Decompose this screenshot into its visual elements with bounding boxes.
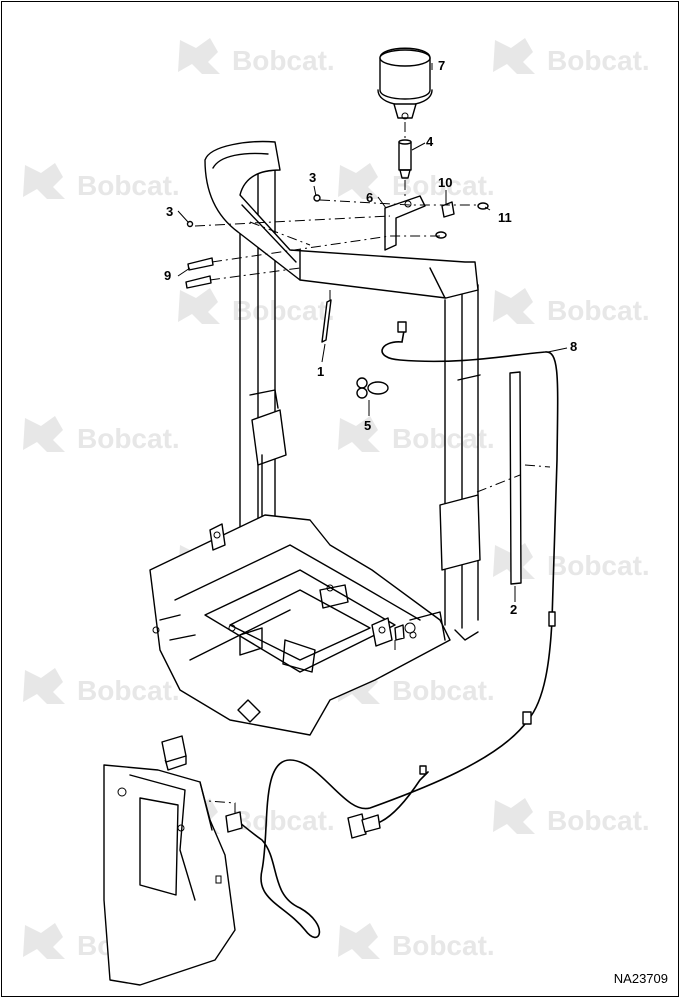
- watermark-1: Bobcat.: [178, 38, 335, 76]
- edge-strip: [509, 371, 522, 585]
- callout-leaders: [177, 63, 568, 602]
- watermark-2: Bobcat.: [493, 38, 650, 76]
- watermark-16: Bobcat.: [338, 923, 495, 961]
- watermark-5: Bobcat.: [178, 288, 335, 326]
- switch-connector: [225, 811, 243, 833]
- bobcat-logo-icon: [493, 288, 535, 324]
- watermark-11: Bobcat.: [23, 668, 180, 706]
- watermark-text: Bobcat.: [392, 423, 495, 454]
- watermark-text: Bobcat.: [547, 45, 650, 76]
- drawing-number: NA23709: [613, 971, 668, 986]
- switch-panel: [103, 735, 243, 986]
- callout-labels: 7 4 3 10 6 3 11 9 8 1 5 2: [164, 58, 577, 617]
- callout-8: 8: [570, 339, 577, 354]
- callout-3-upper: 3: [309, 170, 316, 185]
- bobcat-logo-icon: [338, 416, 380, 452]
- bobcat-logo-icon: [493, 798, 535, 834]
- watermark-text: Bobcat.: [392, 930, 495, 961]
- watermark-text: Bobcat.: [547, 550, 650, 581]
- beacon-mount-post: [398, 139, 412, 179]
- callout-10: 10: [438, 175, 452, 190]
- watermark-7: Bobcat.: [23, 416, 180, 454]
- callout-1: 1: [317, 364, 324, 379]
- beacon-light: [377, 47, 433, 120]
- bobcat-logo-icon: [178, 288, 220, 324]
- watermark-8: Bobcat.: [338, 416, 495, 454]
- bobcat-logo-icon: [338, 923, 380, 959]
- nut-upper: [313, 194, 321, 202]
- watermark-6: Bobcat.: [493, 288, 650, 326]
- watermark-text: Bobcat.: [232, 295, 335, 326]
- watermark-14: Bobcat.: [493, 798, 650, 836]
- callout-7: 7: [438, 58, 445, 73]
- nut-left: [186, 220, 194, 228]
- cable-tie: [321, 299, 332, 343]
- watermark-text: Bobcat.: [77, 675, 180, 706]
- watermark-text: Bobcat.: [77, 423, 180, 454]
- callout-9: 9: [164, 268, 171, 283]
- callout-5: 5: [364, 418, 371, 433]
- watermark-text: Bobcat.: [232, 805, 335, 836]
- watermark-4: Bobcat.: [338, 163, 495, 201]
- watermark-text: Bobcat.: [547, 295, 650, 326]
- clamp-ring: [367, 381, 389, 395]
- bobcat-logo-icon: [23, 416, 65, 452]
- watermark-text: Bobcat.: [232, 45, 335, 76]
- hardware: [185, 194, 522, 585]
- bobcat-logo-icon: [178, 38, 220, 74]
- watermark-10: Bobcat.: [493, 543, 650, 581]
- bolt-upper: [187, 257, 214, 271]
- watermark-text: Bobcat.: [77, 170, 180, 201]
- bobcat-logo-icon: [23, 163, 65, 199]
- callout-11: 11: [498, 210, 512, 225]
- callout-6: 6: [366, 190, 373, 205]
- bobcat-logo-icon: [23, 923, 65, 959]
- bobcat-logo-icon: [23, 668, 65, 704]
- washer-lower: [435, 231, 447, 239]
- callout-4: 4: [426, 134, 434, 149]
- wiring-harness: [231, 321, 559, 939]
- watermark-text: Bobcat.: [547, 805, 650, 836]
- rops-frame: [149, 140, 481, 736]
- callout-3-left: 3: [166, 204, 173, 219]
- side-panel: [103, 764, 236, 986]
- bobcat-logo-icon: [338, 163, 380, 199]
- rocker-switch: [161, 735, 187, 763]
- watermark-text: Bobcat.: [392, 675, 495, 706]
- clip: [441, 201, 455, 218]
- bobcat-logo-icon: [493, 38, 535, 74]
- watermark-3: Bobcat.: [23, 163, 180, 201]
- beacon-bracket: [384, 195, 426, 251]
- bolt-lower: [185, 275, 212, 289]
- callout-2: 2: [510, 602, 517, 617]
